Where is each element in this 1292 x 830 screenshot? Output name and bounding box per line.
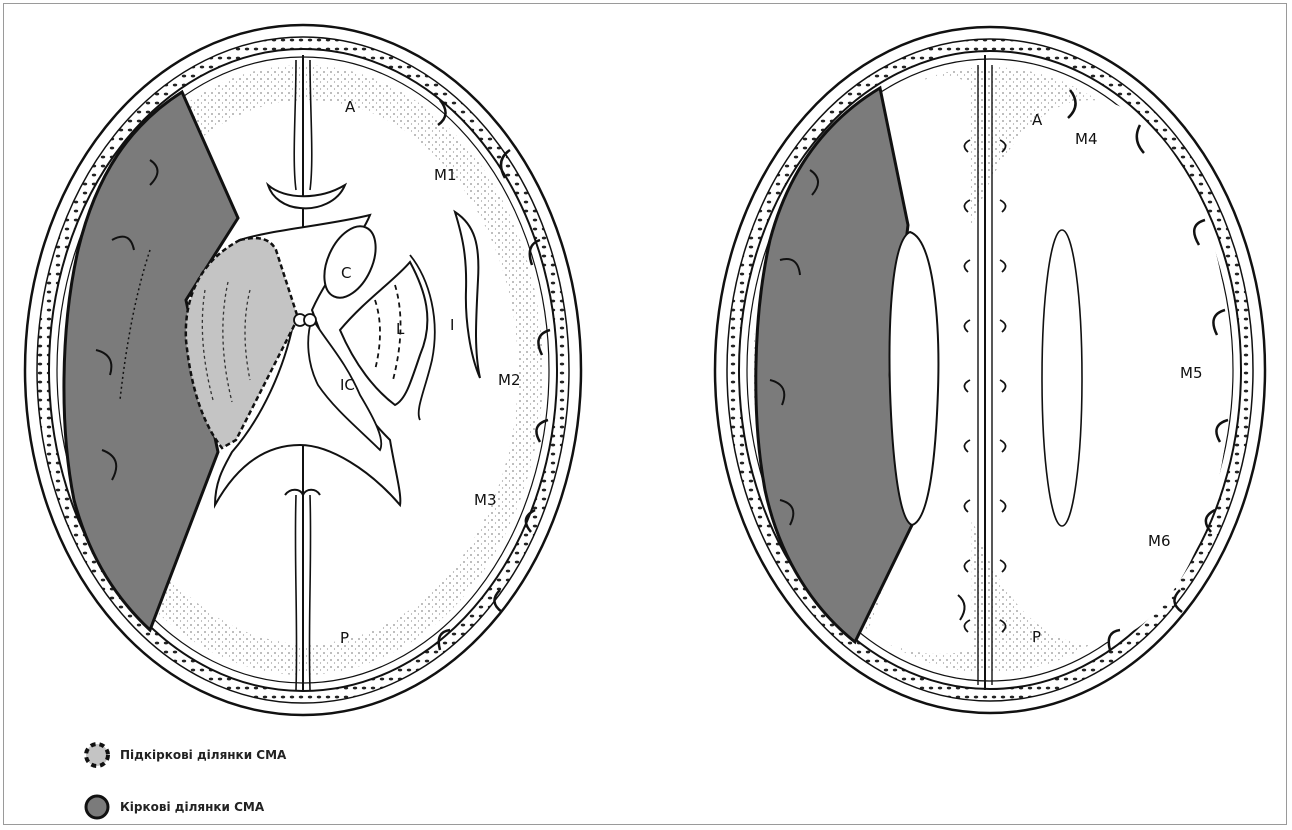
right-label-m5: M5 — [1180, 364, 1203, 382]
left-label-p: P — [340, 629, 349, 647]
left-label-l: L — [396, 320, 405, 338]
dark-gray-circle-icon — [82, 792, 112, 822]
right-ventricle-right — [1042, 230, 1082, 526]
left-label-c: C — [341, 264, 351, 282]
right-label-m4: M4 — [1075, 130, 1098, 148]
left-label-m2: M2 — [498, 371, 521, 389]
right-label-a: A — [1032, 111, 1043, 129]
left-label-a: A — [345, 98, 356, 116]
legend-label-cortical: Кіркові ділянки СМА — [120, 800, 264, 814]
legend-label-subcortical: Підкіркові ділянки СМА — [120, 748, 286, 762]
right-brain-section: A M4 M5 M6 P — [715, 27, 1265, 713]
left-brain-section: A M1 C L I M2 IC M3 P — [25, 25, 581, 715]
right-label-p: P — [1032, 628, 1041, 646]
right-label-m6: M6 — [1148, 532, 1171, 550]
left-label-i: I — [450, 316, 454, 334]
left-label-ic: IC — [340, 376, 355, 394]
left-label-m1: M1 — [434, 166, 457, 184]
legend-item-subcortical: Підкіркові ділянки СМА — [82, 740, 286, 770]
left-label-m3: M3 — [474, 491, 497, 509]
right-ventricle-left — [890, 232, 939, 525]
legend-item-cortical: Кіркові ділянки СМА — [82, 792, 264, 822]
dashed-light-gray-circle-icon — [82, 740, 112, 770]
